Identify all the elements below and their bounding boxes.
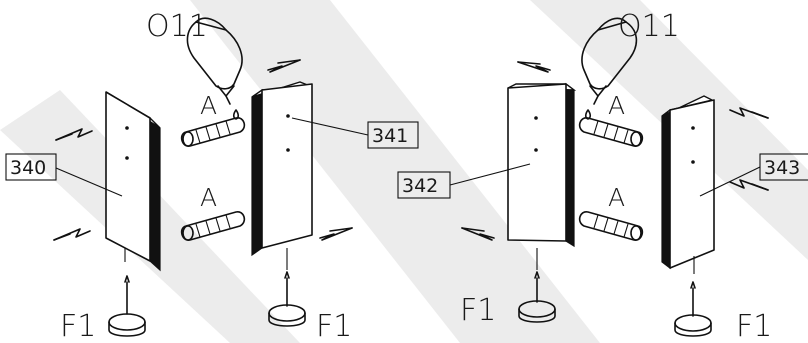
dowel-label-left-bottom: A xyxy=(200,183,217,212)
arrow-icons-left xyxy=(53,59,353,241)
part-number-341: 341 xyxy=(372,125,408,147)
glue-bottle-icon-right xyxy=(581,17,638,120)
panel-343 xyxy=(661,95,715,274)
foot-label-1: F1 xyxy=(60,309,96,343)
glue-bottle-icon xyxy=(186,17,243,120)
part-number-343: 343 xyxy=(764,157,800,179)
panel-340 xyxy=(105,91,161,272)
dowel-icon-top xyxy=(180,117,246,147)
panel-341 xyxy=(251,81,313,270)
callout-341 xyxy=(291,117,419,149)
foot-glide-icon-left-2 xyxy=(268,271,306,327)
foot-glide-icon-left-1 xyxy=(108,275,146,337)
dowel-icon-bottom-right xyxy=(578,211,644,241)
callout-340 xyxy=(5,153,123,197)
foot-glide-icon-right-1 xyxy=(518,271,556,323)
glue-label-left: O11 xyxy=(146,9,208,44)
part-number-342: 342 xyxy=(402,175,438,197)
foot-glide-icon-right-2 xyxy=(674,281,712,337)
dowel-icon-bottom xyxy=(180,211,246,241)
callout-342 xyxy=(397,163,531,199)
dowel-icon-top-right xyxy=(578,117,644,147)
foot-label-4: F1 xyxy=(736,309,772,343)
dowel-label-right-top: A xyxy=(608,91,625,120)
dowel-label-left-top: A xyxy=(200,91,217,120)
glue-label-right: O11 xyxy=(618,9,680,44)
part-number-340: 340 xyxy=(10,157,46,179)
arrow-icons-right xyxy=(461,61,769,241)
panel-342 xyxy=(507,82,577,270)
foot-label-2: F1 xyxy=(316,309,352,343)
callout-343 xyxy=(699,153,808,197)
dowel-label-right-bottom: A xyxy=(608,183,625,212)
foot-label-3: F1 xyxy=(460,293,496,328)
